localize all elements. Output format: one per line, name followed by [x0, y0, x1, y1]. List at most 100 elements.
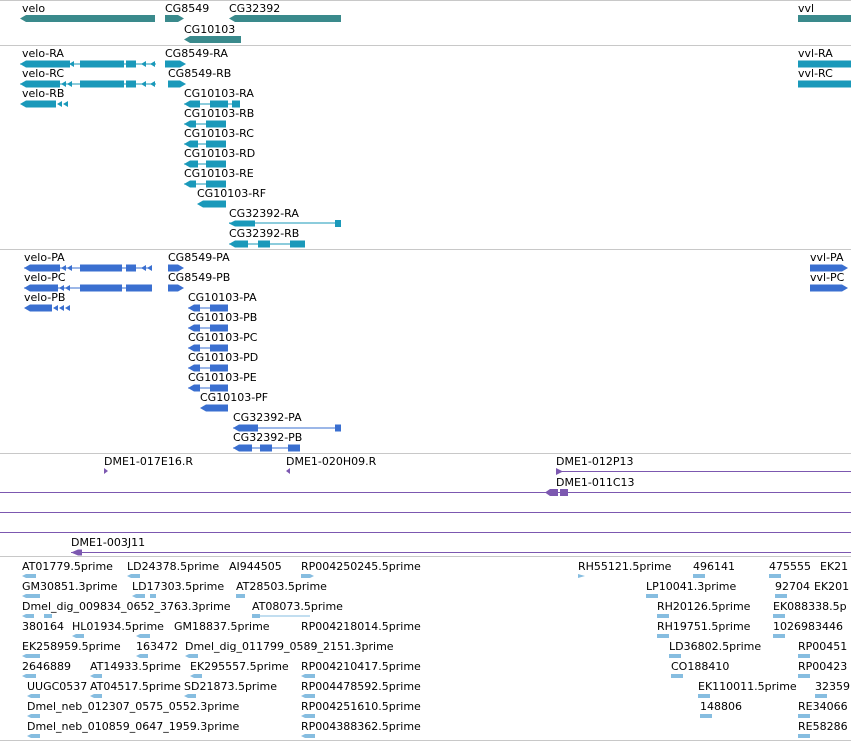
transcript-label: vvl-RC	[798, 67, 833, 80]
est-label[interactable]: EK258959.5prime	[22, 640, 121, 653]
protein-feature[interactable]: CG10103-PE	[188, 371, 257, 392]
est-label[interactable]: AT08073.5prime	[252, 600, 343, 613]
est-label[interactable]: LD24378.5prime	[127, 560, 219, 573]
transcript-feature[interactable]: CG10103-RA	[184, 87, 254, 108]
protein-label: CG32392-PB	[233, 431, 302, 444]
est-label[interactable]: EK21	[820, 560, 848, 573]
transcript-feature[interactable]: vvl-RA	[798, 47, 851, 68]
est-glyph	[136, 654, 148, 658]
est-label[interactable]: LP10041.3prime	[646, 580, 737, 593]
clone-feature[interactable]: DME1-020H09.R	[286, 455, 377, 474]
transcript-feature[interactable]: CG10103-RB	[184, 107, 254, 128]
est-label[interactable]: AT14933.5prime	[90, 660, 181, 673]
transcript-feature[interactable]: CG10103-RF	[197, 187, 266, 208]
est-label[interactable]: RP004218014.5prime	[301, 620, 421, 633]
est-label[interactable]: RP004210417.5prime	[301, 660, 421, 673]
est-label[interactable]: 148806	[700, 700, 742, 713]
protein-feature[interactable]: vvl-PA	[810, 251, 848, 272]
est-label[interactable]: 32359	[815, 680, 850, 693]
est-label[interactable]: Dmel_dig_011799_0589_2151.3prime	[185, 640, 394, 653]
est-label[interactable]: EK201	[814, 580, 849, 593]
est-label[interactable]: 475555	[769, 560, 811, 573]
protein-feature[interactable]: CG32392-PB	[233, 431, 302, 452]
clone-feature[interactable]: DME1-003J11	[71, 536, 851, 556]
est-label[interactable]: CO188410	[671, 660, 729, 673]
est-label[interactable]: RE34066	[798, 700, 848, 713]
gene-feature[interactable]: velo	[20, 2, 155, 22]
transcript-feature[interactable]: CG8549-RA	[165, 47, 228, 68]
est-label[interactable]: UUGC0537	[27, 680, 87, 693]
transcript-feature[interactable]: CG10103-RC	[184, 127, 254, 148]
clone-glyph	[556, 468, 563, 475]
est-label[interactable]: RP00451	[798, 640, 847, 653]
protein-feature[interactable]: velo-PA	[24, 251, 152, 272]
est-label[interactable]: 2646889	[22, 660, 71, 673]
gene-feature[interactable]: CG32392	[229, 2, 341, 22]
est-label[interactable]: 1026983446	[773, 620, 843, 633]
est-label[interactable]: LD36802.5prime	[669, 640, 761, 653]
transcript-feature[interactable]: velo-RC	[20, 67, 156, 88]
transcript-label: CG32392-RB	[229, 227, 299, 240]
est-label[interactable]: GM30851.3prime	[22, 580, 118, 593]
transcript-feature[interactable]: vvl-RC	[798, 67, 851, 88]
transcript-feature[interactable]: CG32392-RA	[229, 207, 341, 227]
protein-feature[interactable]: CG10103-PB	[188, 311, 257, 332]
gene-feature[interactable]: vvl	[798, 2, 851, 22]
est-label[interactable]: RH55121.5prime	[578, 560, 672, 573]
protein-feature[interactable]: velo-PB	[24, 291, 70, 312]
est-label[interactable]: RP004478592.5prime	[301, 680, 421, 693]
gene-feature[interactable]: CG8549	[165, 2, 209, 22]
protein-feature[interactable]: CG32392-PA	[233, 411, 341, 432]
est-label[interactable]: 380164	[22, 620, 64, 633]
protein-label: CG10103-PC	[188, 331, 258, 344]
transcript-feature[interactable]: CG10103-RE	[184, 167, 254, 188]
est-label[interactable]: AI944505	[229, 560, 282, 573]
est-label[interactable]: RE58286	[798, 720, 848, 733]
gene-feature[interactable]: CG10103	[184, 23, 241, 43]
est-label[interactable]: RP00423	[798, 660, 847, 673]
est-glyph	[72, 634, 84, 638]
est-label[interactable]: RP004250245.5prime	[301, 560, 421, 573]
gene-track: velo CG8549 CG32392 CG10103 vvl	[20, 2, 851, 43]
clone-feature[interactable]: DME1-012P13	[556, 455, 851, 475]
transcript-feature[interactable]: CG32392-RB	[229, 227, 305, 248]
est-label[interactable]: EK088338.5p	[773, 600, 847, 613]
protein-feature[interactable]: velo-PC	[24, 271, 152, 292]
protein-feature[interactable]: CG10103-PA	[188, 291, 257, 312]
est-label[interactable]: Dmel_dig_009834_0652_3763.3prime	[22, 600, 231, 613]
clone-feature[interactable]: DME1-011C13	[0, 476, 851, 496]
protein-feature[interactable]: CG8549-PB	[168, 271, 230, 292]
protein-feature[interactable]: vvl-PC	[810, 271, 848, 292]
est-label[interactable]: HL01934.5prime	[72, 620, 164, 633]
transcript-feature[interactable]: velo-RA	[20, 47, 156, 68]
est-track: AT01779.5prime LD24378.5prime AI944505 R…	[22, 560, 850, 738]
est-label[interactable]: RH19751.5prime	[657, 620, 751, 633]
protein-feature[interactable]: CG8549-PA	[168, 251, 230, 272]
est-label[interactable]: 92704	[775, 580, 810, 593]
est-label[interactable]: SD21873.5prime	[184, 680, 277, 693]
transcript-feature[interactable]: CG8549-RB	[168, 67, 231, 88]
est-label[interactable]: RP004251610.5prime	[301, 700, 421, 713]
protein-feature[interactable]: CG10103-PD	[188, 351, 258, 372]
transcript-feature[interactable]: velo-RB	[20, 87, 68, 108]
est-label[interactable]: 163472	[136, 640, 178, 653]
clone-label: DME1-012P13	[556, 455, 634, 468]
est-label[interactable]: RP004388362.5prime	[301, 720, 421, 733]
est-label[interactable]: Dmel_neb_010859_0647_1959.3prime	[27, 720, 239, 733]
protein-feature[interactable]: CG10103-PC	[188, 331, 258, 352]
est-label[interactable]: EK295557.5prime	[190, 660, 289, 673]
est-label[interactable]: Dmel_neb_012307_0575_0552.3prime	[27, 700, 239, 713]
est-label[interactable]: AT04517.5prime	[90, 680, 181, 693]
est-label[interactable]: RH20126.5prime	[657, 600, 751, 613]
est-glyph	[798, 714, 810, 718]
est-label[interactable]: 496141	[693, 560, 735, 573]
est-label[interactable]: GM18837.5prime	[174, 620, 270, 633]
est-label[interactable]: AT01779.5prime	[22, 560, 113, 573]
transcript-feature[interactable]: CG10103-RD	[184, 147, 255, 168]
est-label[interactable]: AT28503.5prime	[236, 580, 327, 593]
clone-feature[interactable]: DME1-017E16.R	[104, 455, 193, 474]
est-glyph	[22, 614, 52, 618]
est-label[interactable]: LD17303.5prime	[132, 580, 224, 593]
est-label[interactable]: EK110011.5prime	[698, 680, 797, 693]
protein-feature[interactable]: CG10103-PF	[200, 391, 268, 412]
